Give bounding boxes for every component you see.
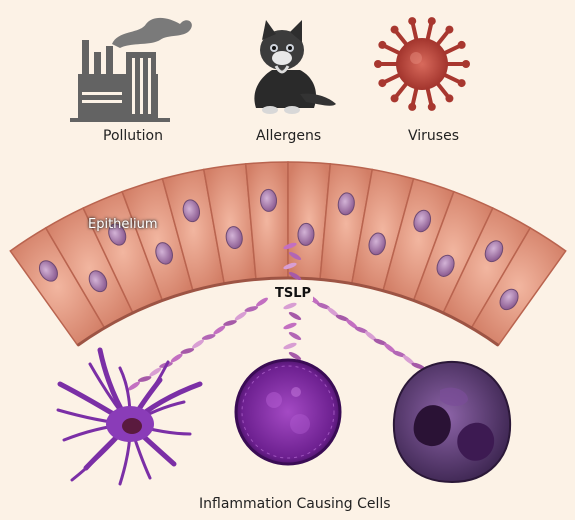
- tslp-label: TSLP: [273, 286, 314, 301]
- tslp-molecules: [128, 242, 425, 391]
- granular-cell: [392, 360, 512, 484]
- virus-icon: [374, 17, 470, 111]
- allergens-label: Allergens: [256, 128, 322, 144]
- pollution-label: Pollution: [103, 128, 163, 144]
- dendritic-cell: [56, 347, 203, 486]
- factory-icon: [70, 17, 192, 122]
- caption: Inflammation Causing Cells: [199, 496, 391, 512]
- kitten-icon: [254, 20, 336, 114]
- epithelium-layer: [9, 161, 567, 347]
- round-cell: [234, 358, 342, 466]
- epithelium-label: Epithelium: [88, 217, 158, 232]
- viruses-label: Viruses: [408, 128, 459, 144]
